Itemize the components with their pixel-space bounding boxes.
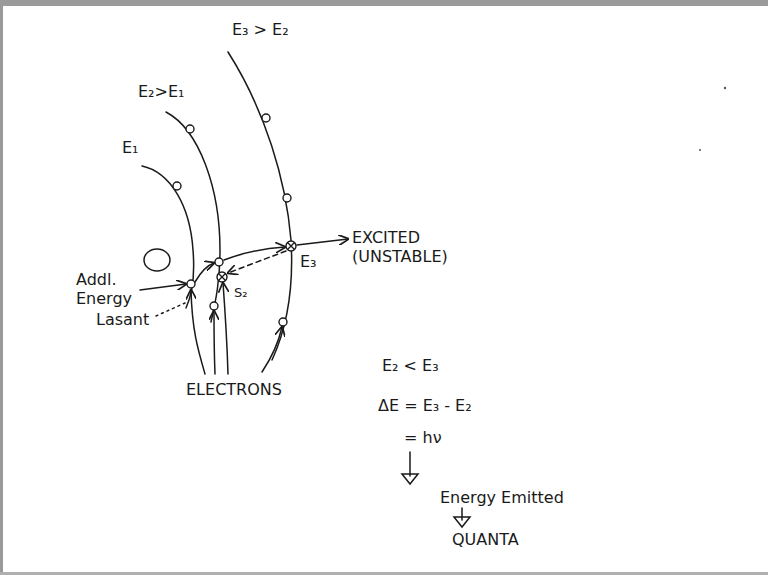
- label: S₂: [234, 283, 247, 302]
- frame-bottom: [0, 572, 768, 575]
- electron-leader: [262, 327, 282, 372]
- label: Addl. Energy: [76, 270, 136, 308]
- frame-top: [0, 0, 768, 6]
- label: Lasant: [96, 310, 149, 329]
- down-arrow-head: [402, 474, 418, 484]
- electron: [279, 318, 287, 326]
- electron-leader: [223, 283, 228, 374]
- electron: [210, 302, 218, 310]
- nucleus: [144, 249, 170, 271]
- label: E₃ > E₂: [232, 20, 289, 39]
- electron: [186, 125, 194, 133]
- electron: [173, 182, 181, 190]
- label: ΔE = E₃ - E₂: [378, 396, 472, 415]
- label: E₂ < E₃: [382, 356, 439, 375]
- label: E₂>E₁: [138, 82, 184, 101]
- return-arrow: [228, 251, 286, 273]
- label: Energy Emitted: [440, 488, 564, 507]
- orbit-e2: [166, 112, 220, 322]
- excited-arrow: [297, 239, 348, 245]
- label: EXCITED (UNSTABLE): [352, 228, 462, 266]
- electron-leader: [191, 290, 205, 374]
- electron-leader: [214, 311, 215, 374]
- label: ELECTRONS: [186, 380, 282, 399]
- orbit-e3: [228, 52, 292, 360]
- vacant-electron: [219, 274, 226, 281]
- label: QUANTA: [452, 530, 519, 549]
- down-arrow: [409, 452, 411, 476]
- electron: [215, 258, 223, 266]
- frame-left: [0, 0, 3, 575]
- jump-arrow: [195, 263, 214, 282]
- vacant-electron: [217, 272, 227, 282]
- down-arrow-head: [454, 517, 470, 527]
- jump-arrow: [224, 247, 285, 260]
- label: E₃: [300, 252, 317, 271]
- electron: [187, 280, 195, 288]
- speck: [699, 149, 701, 151]
- label: = hν: [404, 428, 442, 447]
- excited-electron: [288, 243, 295, 250]
- energy-arrow: [140, 284, 186, 290]
- excited-electron: [286, 241, 296, 251]
- electron: [283, 194, 291, 202]
- speck: [724, 87, 726, 89]
- electron: [262, 114, 270, 122]
- down-arrow: [461, 508, 463, 520]
- label: E₁: [122, 138, 139, 157]
- lasant-line: [156, 303, 185, 316]
